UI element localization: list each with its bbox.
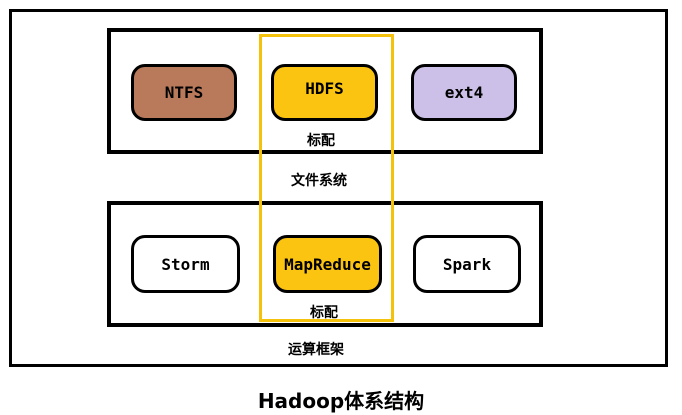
standard-config-highlight [259, 34, 394, 322]
hadoop-architecture-frame [9, 9, 668, 367]
mapreduce-node: MapReduce [273, 235, 382, 293]
spark-node: Spark [413, 235, 521, 293]
mapreduce-standard-label: 标配 [310, 305, 338, 321]
hdfs-standard-label: 标配 [307, 133, 335, 149]
storm-node: Storm [131, 235, 240, 293]
file-system-group [107, 28, 543, 154]
ntfs-node: NTFS [131, 64, 237, 121]
hdfs-node: HDFS [271, 64, 378, 121]
compute-framework-group [107, 201, 543, 327]
compute-framework-label: 运算框架 [288, 342, 344, 358]
file-system-label: 文件系统 [291, 173, 347, 189]
ext4-node: ext4 [411, 64, 517, 121]
diagram-title: Hadoop体系结构 [257, 389, 425, 413]
